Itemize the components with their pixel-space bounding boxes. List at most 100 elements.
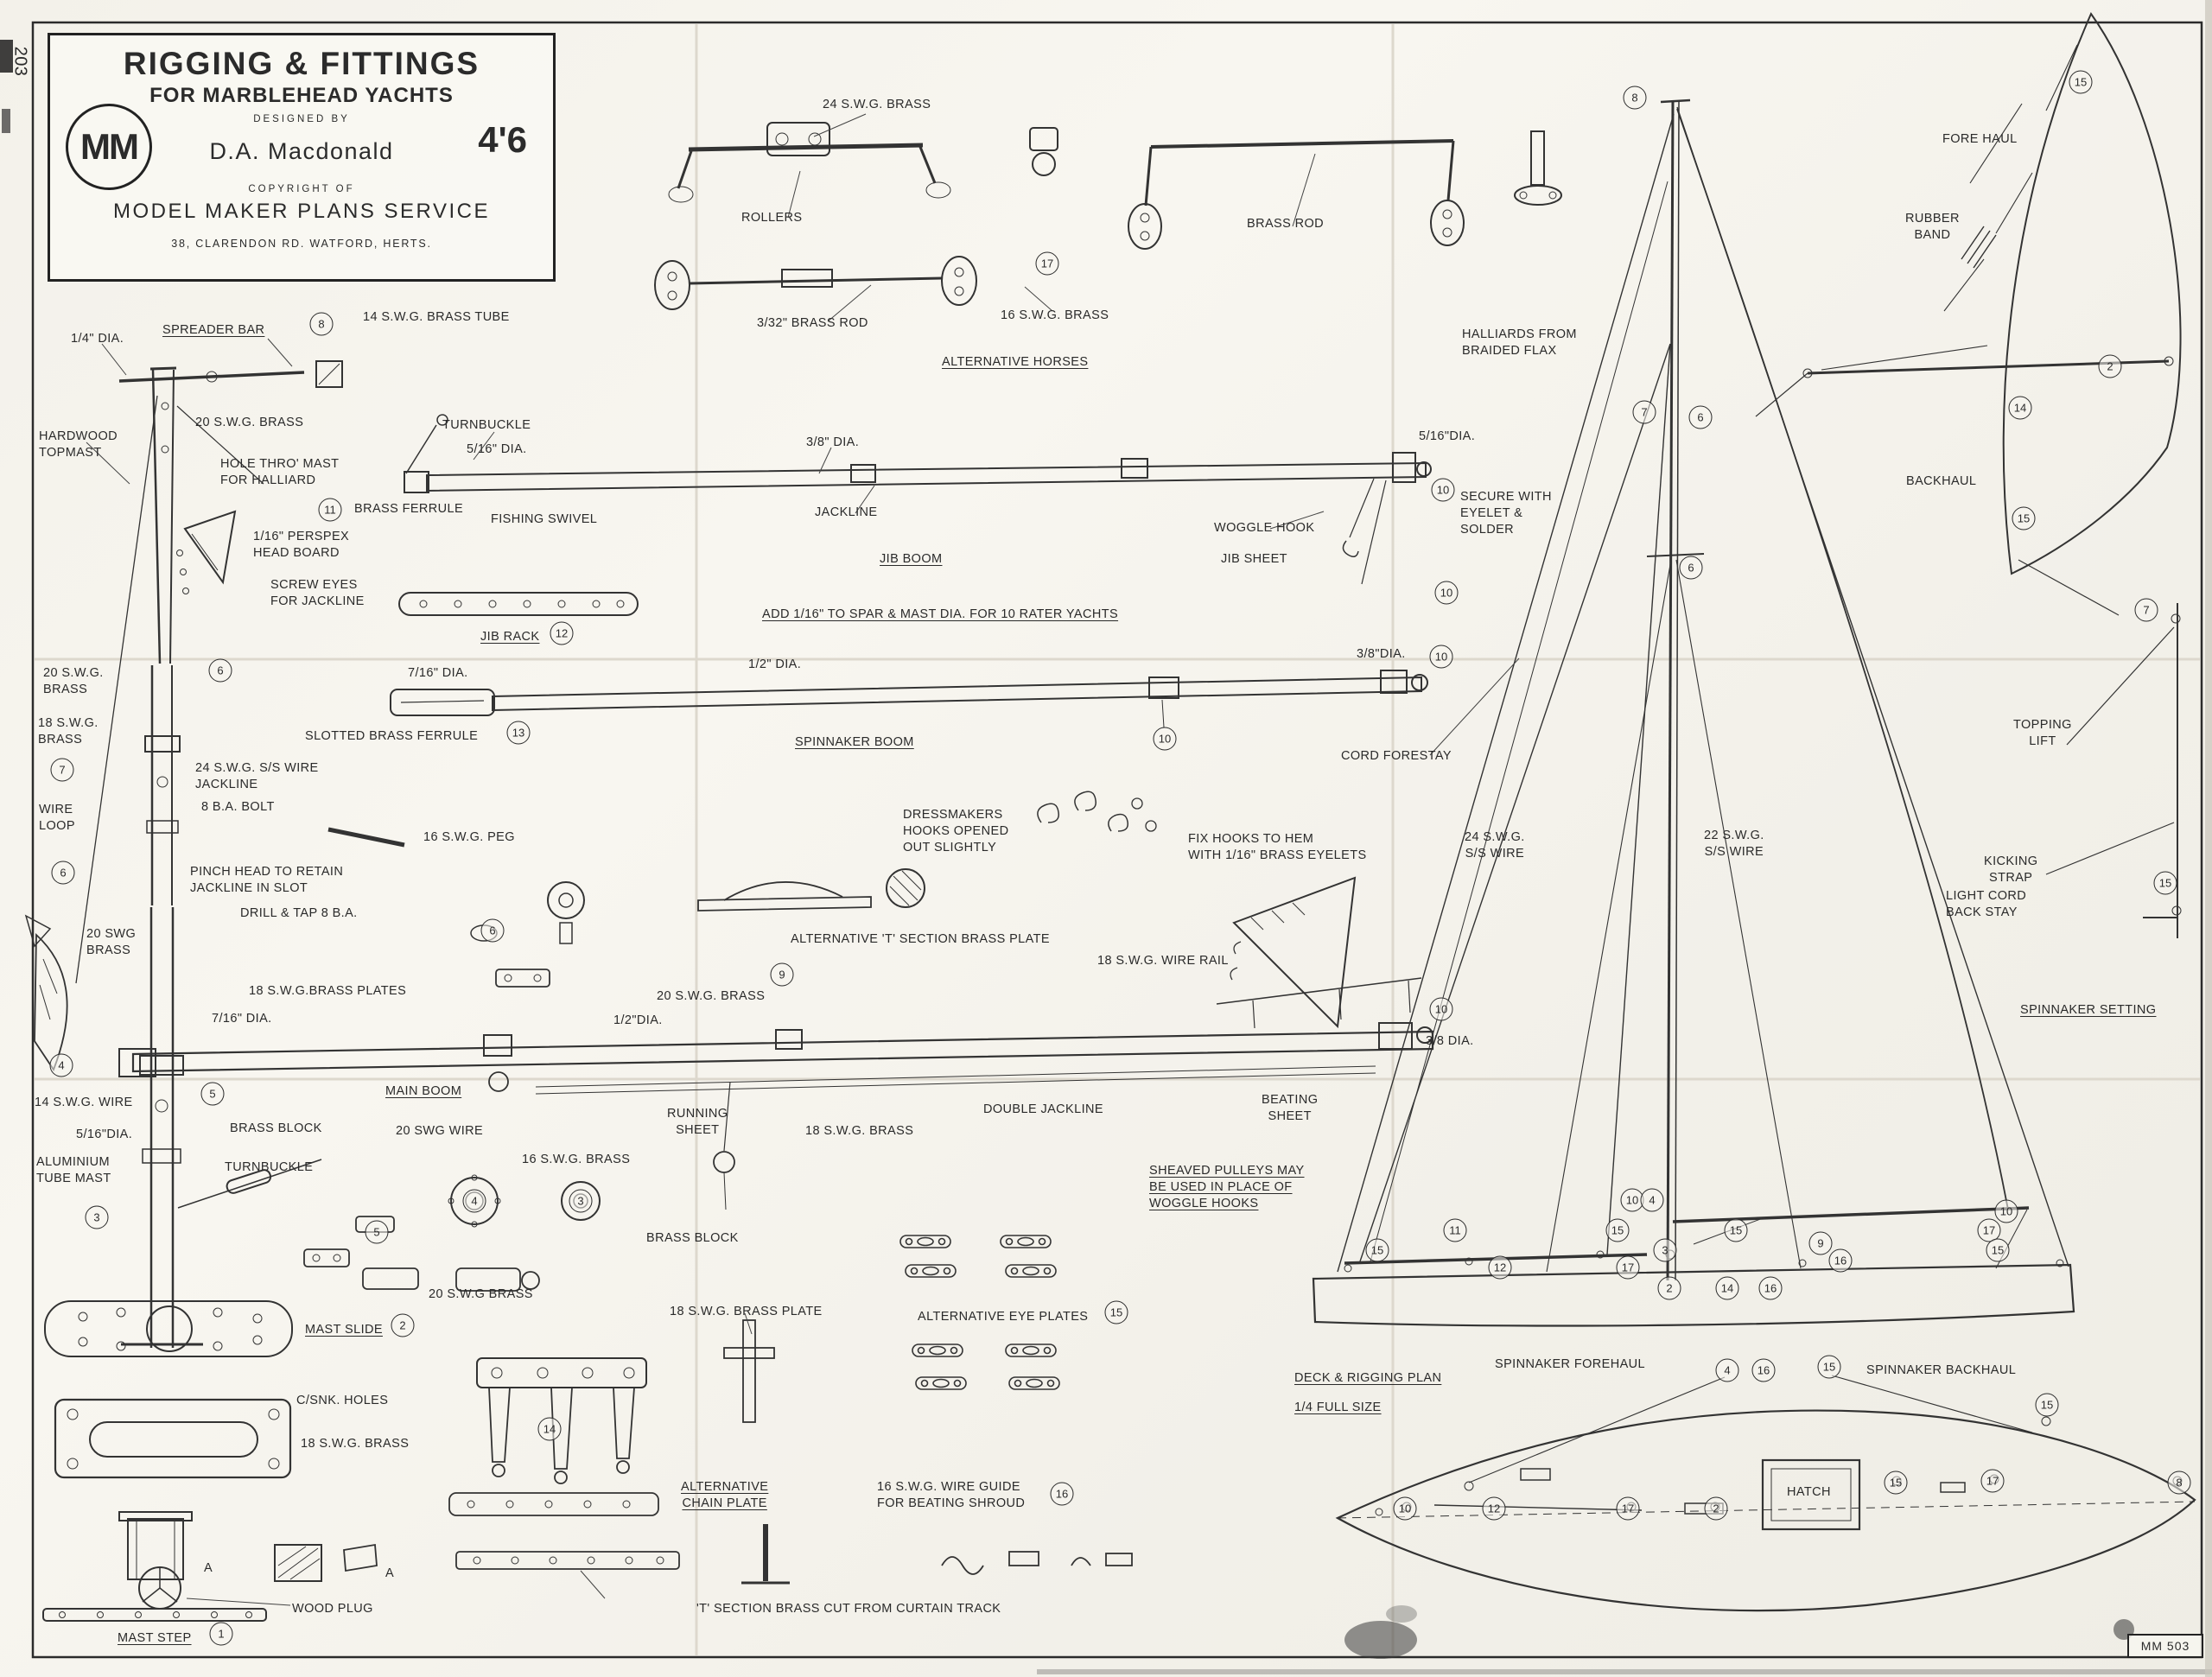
part-number-ref: 4: [1640, 1188, 1664, 1212]
plan-subtitle: FOR MARBLEHEAD YACHTS: [149, 84, 454, 107]
part-number-ref: 17: [1977, 1218, 2001, 1242]
plan-annotation: ADD 1/16" TO SPAR & MAST DIA. FOR 10 RAT…: [762, 607, 1119, 621]
part-number-ref: 1: [209, 1622, 233, 1646]
part-number-ref: 2: [1704, 1496, 1728, 1521]
part-number-ref: 7: [50, 758, 74, 782]
plan-annotation: SLOTTED BRASS FERRULE: [305, 729, 479, 743]
designer-name: D.A. Macdonald: [209, 137, 394, 164]
designer-row: MM D.A. Macdonald 4'6: [50, 104, 553, 190]
plan-annotation: 18 S.W.G. WIRE RAIL: [1097, 954, 1229, 968]
part-number-ref: 11: [318, 498, 342, 522]
plan-annotation: 5/16"DIA.: [76, 1128, 133, 1141]
part-number-ref: 17: [1616, 1496, 1640, 1521]
part-number-ref: 15: [1365, 1238, 1389, 1262]
part-number-ref: 8: [2167, 1471, 2191, 1495]
plan-annotation: JIB BOOM: [880, 552, 943, 566]
plan-annotation: 20 S.W.G BRASS: [429, 1287, 533, 1301]
plan-annotation: TOPPING LIFT: [2013, 718, 2072, 748]
publisher-address: 38, CLARENDON RD. WATFORD, HERTS.: [171, 238, 432, 250]
part-number-ref: 15: [1605, 1218, 1630, 1242]
plan-annotation: C/SNK. HOLES: [296, 1394, 389, 1407]
part-number-ref: 4: [1715, 1358, 1739, 1382]
plan-annotation: FIX HOOKS TO HEM WITH 1/16" BRASS EYELET…: [1188, 832, 1367, 862]
plan-annotation: SHEAVED PULLEYS MAY BE USED IN PLACE OF …: [1149, 1164, 1305, 1210]
plan-annotation: 1/4" DIA.: [71, 332, 124, 346]
part-number-ref: 4: [462, 1189, 486, 1213]
plan-annotation: JIB SHEET: [1221, 552, 1287, 566]
part-number-ref: 2: [1657, 1276, 1681, 1300]
mm-logo-text: MM: [80, 126, 139, 167]
part-number-ref: 6: [51, 861, 75, 885]
plan-annotation: ALTERNATIVE CHAIN PLATE: [681, 1480, 769, 1510]
plan-annotation: 3/32" BRASS ROD: [757, 316, 868, 330]
plan-annotation: HATCH: [1787, 1485, 1831, 1499]
part-number-ref: 7: [1632, 400, 1656, 424]
plan-annotation: SPINNAKER FOREHAUL: [1495, 1357, 1645, 1371]
plan-annotation: SPINNAKER BACKHAUL: [1866, 1363, 2017, 1377]
plan-annotation: 3/8" DIA.: [806, 435, 860, 449]
plan-annotation: 18 S.W.G. BRASS PLATE: [670, 1305, 823, 1318]
plan-annotation: HALLIARDS FROM BRAIDED FLAX: [1462, 327, 1577, 358]
plan-annotation: 16 S.W.G. PEG: [423, 830, 515, 844]
plan-annotation: ROLLERS: [741, 211, 803, 225]
part-number-ref: 6: [480, 918, 505, 943]
plan-annotation: 20 S.W.G. BRASS: [195, 416, 304, 429]
plan-annotation: 1/16" PERSPEX HEAD BOARD: [253, 530, 350, 560]
plan-annotation: 'T' SECTION BRASS CUT FROM CURTAIN TRACK: [696, 1602, 1001, 1616]
part-number-ref: 6: [1688, 405, 1713, 429]
part-number-ref: 12: [1488, 1255, 1512, 1280]
title-block: RIGGING & FITTINGS FOR MARBLEHEAD YACHTS…: [48, 33, 556, 282]
plan-annotation: HOLE THRO' MAST FOR HALLIARD: [220, 457, 340, 487]
plan-annotation: ALTERNATIVE EYE PLATES: [918, 1310, 1089, 1324]
small-fittings-drawings: [303, 592, 1422, 1585]
plan-annotation: KICKING STRAP: [1984, 854, 2038, 885]
part-number-ref: 5: [200, 1082, 225, 1106]
part-number-ref: 4: [49, 1053, 73, 1077]
part-number-ref: 15: [2153, 871, 2177, 895]
plan-annotation: SECURE WITH EYELET & SOLDER: [1460, 490, 1552, 537]
fold-creases: [35, 24, 2200, 1655]
plan-annotation: 16 S.W.G. WIRE GUIDE FOR BEATING SHROUD: [877, 1480, 1026, 1510]
plan-annotation: SPREADER BAR: [162, 323, 265, 337]
plan-annotation: DRESSMAKERS HOOKS OPENED OUT SLIGHTLY: [903, 808, 1009, 854]
plan-annotation: WIRE LOOP: [39, 803, 75, 833]
plan-annotation: RUBBER BAND: [1905, 212, 1960, 242]
sheet-code-box: MM 503: [2127, 1634, 2203, 1658]
mast-step-drawings: [42, 1300, 378, 1622]
plan-annotation: 24 S.W.G. S/S WIRE: [1465, 830, 1525, 861]
plan-annotation: BRASS FERRULE: [354, 502, 464, 516]
part-number-ref: 10: [1431, 478, 1455, 502]
plan-annotation: CORD FORESTAY: [1341, 749, 1452, 763]
part-number-ref: 15: [1817, 1355, 1841, 1379]
plan-annotation: ALUMINIUM TUBE MAST: [36, 1155, 111, 1185]
part-number-ref: 15: [2069, 70, 2093, 94]
plan-annotation: 3/8"DIA.: [1357, 647, 1406, 661]
part-number-ref: 14: [537, 1417, 562, 1441]
plan-annotation: 203: [10, 46, 30, 77]
plan-annotation: MAST SLIDE: [305, 1323, 383, 1337]
plan-annotation: ALTERNATIVE HORSES: [942, 355, 1089, 369]
part-number-ref: 2: [391, 1313, 415, 1337]
plan-annotation: WOOD PLUG: [292, 1602, 373, 1616]
part-number-ref: 10: [1994, 1199, 2018, 1223]
part-number-ref: 9: [770, 962, 794, 987]
plan-annotation: 1/2" DIA.: [748, 657, 802, 671]
plan-annotation: 7/16" DIA.: [212, 1012, 272, 1026]
plan-annotation: 18 S.W.G. BRASS: [38, 716, 99, 746]
plan-annotation: WOGGLE HOOK: [1214, 521, 1315, 535]
plan-annotation: 16 S.W.G. BRASS: [1001, 308, 1109, 322]
part-number-ref: 15: [2012, 506, 2036, 530]
plan-annotation: 20 S.W.G. BRASS: [43, 666, 104, 696]
part-number-ref: 14: [1715, 1276, 1739, 1300]
part-number-ref: 12: [550, 621, 574, 645]
designed-by-label: DESIGNED BY: [253, 114, 350, 124]
plan-annotation: TURNBUCKLE: [442, 418, 531, 432]
part-number-ref: 6: [1679, 556, 1703, 580]
mm-logo: MM: [66, 104, 152, 190]
plan-annotation: 5/16"DIA.: [1419, 429, 1476, 443]
plan-annotation: DRILL & TAP 8 B.A.: [240, 906, 358, 920]
copyright-label: COPYRIGHT OF: [248, 184, 355, 194]
part-number-ref: 15: [1724, 1218, 1748, 1242]
plan-annotation: LIGHT CORD BACK STAY: [1946, 889, 2027, 919]
